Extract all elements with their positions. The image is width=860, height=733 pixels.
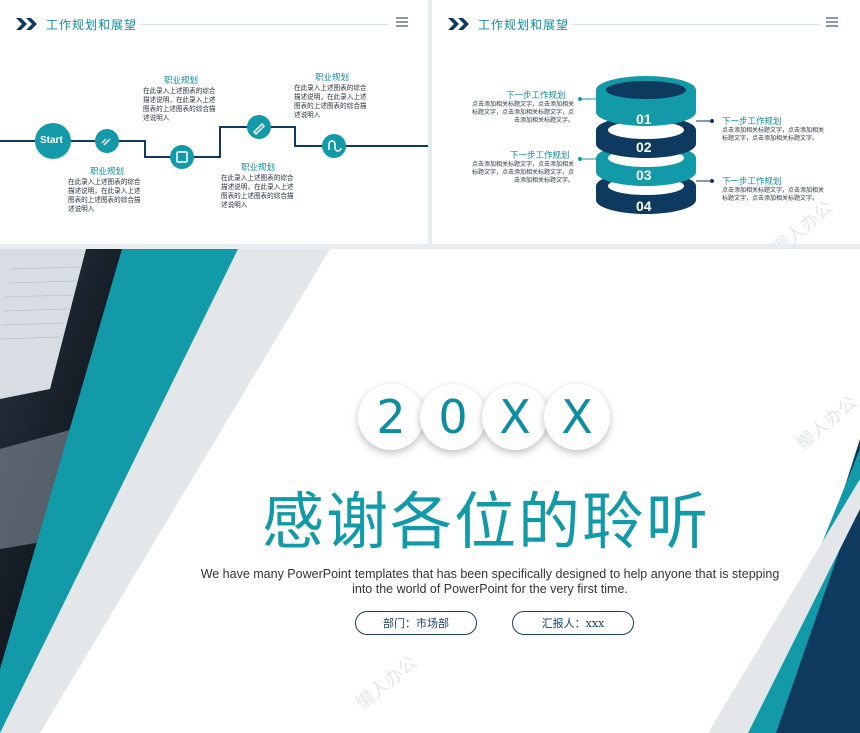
slide-title: 工作规划和展望 — [46, 17, 138, 32]
left-item-body: 点击添加相关标题文字，点击添加相关标题文字，点击添加相关标题文字，点击添加相关标… — [471, 102, 574, 124]
item-body: 在此录入上述图表的综合描述说明，在此录入上述图表的上述图表的综合描述说明入 — [294, 85, 367, 119]
item-body: 在此录入上述图表的综合描述说明，在此录入上述图表的上述图表的综合描述说明入 — [143, 88, 216, 122]
slide-main-thank-you[interactable]: 2 0 X X 感谢各位的聆听 We have many PowerPoint … — [0, 249, 860, 733]
year-digit-bubble: 0 — [420, 384, 486, 450]
year-digit-bubble: X — [482, 384, 548, 450]
chart-icon — [176, 151, 188, 163]
background-geometry — [0, 249, 860, 733]
item-heading: 职业规划 — [315, 73, 350, 83]
double-chevron-icon — [16, 18, 40, 30]
header-divider — [572, 24, 820, 25]
item-heading: 职业规划 — [90, 167, 125, 177]
slide-thumbnail-next-steps[interactable]: 工作规划和展望 01 02 03 04 下一步工作规划 点击添加相关标题文字，点… — [432, 0, 860, 244]
right-item-heading: 下一步工作规划 — [722, 177, 782, 187]
reporter-pill: 汇报人：xxx — [512, 611, 634, 635]
chart-node — [170, 145, 194, 169]
item-heading: 职业规划 — [241, 163, 276, 173]
ring-label: 04 — [636, 198, 652, 214]
item-body: 在此录入上述图表的综合描述说明，在此录入上述图表的上述图表的综合描述说明入 — [221, 175, 294, 209]
item-heading: 职业规划 — [164, 76, 199, 86]
menu-icon[interactable] — [826, 17, 838, 27]
left-item-body: 点击添加相关标题文字，点击添加相关标题文字，点击添加相关标题文字，点击添加相关标… — [471, 162, 574, 184]
stacked-rings-diagram — [578, 76, 714, 214]
ring-label: 02 — [636, 139, 652, 155]
right-item-heading: 下一步工作规划 — [722, 117, 782, 127]
year-digit-bubble: X — [544, 384, 610, 450]
start-label: Start — [40, 135, 63, 146]
header-divider — [140, 24, 388, 25]
thank-you-title: 感谢各位的聆听 — [261, 485, 710, 558]
link-icon — [101, 138, 111, 146]
slide-header: 工作规划和展望 — [16, 14, 137, 34]
year-digit-bubble: 2 — [358, 384, 424, 450]
ring-label: 01 — [636, 111, 652, 127]
right-item-body: 点击添加相关标题文字，点击添加相关标题文字，点击添加相关标题文字。 — [722, 128, 825, 142]
item-body: 在此录入上述图表的综合描述说明，在此录入上述图表的上述图表的综合描述说明入 — [68, 179, 141, 213]
slide-header: 工作规划和展望 — [448, 14, 569, 34]
left-item-heading: 下一步工作规划 — [506, 91, 566, 101]
cycle-node — [322, 134, 346, 158]
slide-thumbnail-career-plan[interactable]: 工作规划和展望 Start 职业规划 在此录入上述图表的综合描述说明，在此录入上… — [0, 0, 428, 244]
slide-title: 工作规划和展望 — [478, 17, 570, 32]
subtitle-text: We have many PowerPoint templates that h… — [200, 567, 780, 596]
start-node — [35, 123, 71, 159]
pen-icon — [252, 122, 266, 136]
menu-icon[interactable] — [396, 17, 408, 27]
double-chevron-icon — [448, 18, 472, 30]
department-pill: 部门：市场部 — [355, 611, 477, 635]
timeline-diagram — [0, 115, 428, 169]
ring-label: 03 — [636, 167, 652, 183]
right-item-body: 点击添加相关标题文字，点击添加相关标题文字，点击添加相关标题文字。 — [722, 188, 825, 202]
cycle-icon — [328, 140, 342, 152]
left-item-heading: 下一步工作规划 — [510, 151, 570, 161]
